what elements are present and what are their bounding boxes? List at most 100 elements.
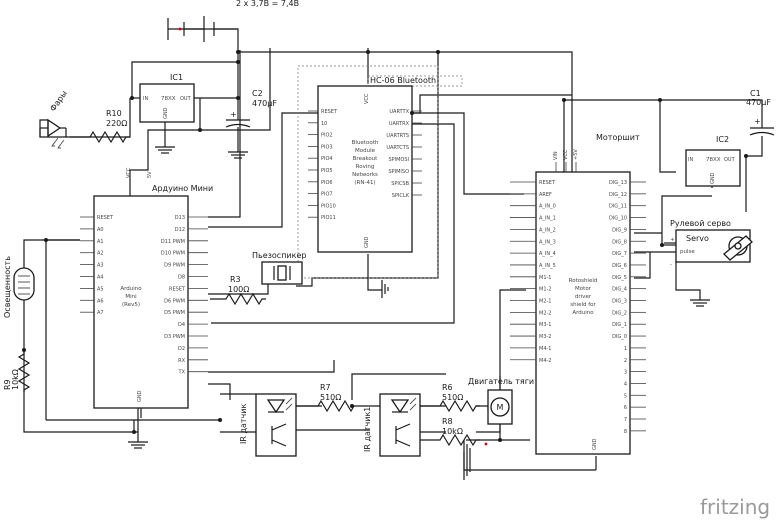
c1-value: 470µF [746,98,771,107]
resistor-r7: R7 510Ω [296,383,355,413]
motorshield-left-pin-label: M2-2 [539,310,551,316]
bluetooth-left-pin-label: PIO7 [321,192,333,198]
motorshield-right-pin-label: DIG_10 [609,216,627,222]
bluetooth-body-line-3: Breakout [353,156,379,162]
fritzing-logo-text: fritzing [700,495,770,519]
light-sensor-ldr: Освещенность [3,256,35,318]
arduino-right-pin-label: D5 PWM [164,310,185,316]
arduino-right-pin-label: TX [178,370,186,376]
motorshield-body-line-5: Arduino [572,310,594,316]
ground-symbol-ic1 [155,146,175,154]
arduino-right-pin-label: D6 PWM [164,298,185,304]
ground-symbol-servo [690,299,710,307]
r6-name: R6 [442,383,453,392]
motorshield-right-pin-label: DIG_6 [612,263,627,269]
motorshield-body-line-4: shield for [570,302,596,308]
headlight-led: Фары [39,89,69,149]
leds-label: Фары [48,89,69,113]
motorshield-right-pin-label: 7 [624,417,627,423]
capacitor-c2: + C2 470µF [225,89,277,159]
arduino-left-pin-label: A1 [97,239,104,245]
motorshield-right-pin-label: 3 [624,370,627,376]
bluetooth-right-pin-label: UARTTX [389,109,409,115]
bluetooth-left-pin-label: PIO5 [321,168,333,174]
ic2-part: 78XX [706,157,721,163]
ic2-regulator: IC2 78XX IN OUT GND [685,135,741,187]
motorshield-gnd-pin: GND [592,438,598,450]
bluetooth-left-pin-label: PIO6 [321,180,333,186]
motorshield-body-line-2: Motor [575,286,592,292]
motorshield-top-pin-vcc: VCC [563,149,569,160]
r8-value: 10kΩ [442,427,463,436]
bluetooth-left-pin-label: PIO10 [321,203,336,209]
bluetooth-body-line-5: Networks [352,172,378,178]
arduino-right-pin-label: D10 PWM [161,251,185,257]
motorshield-left-pin-label: A_IN_1 [539,216,556,222]
ir-sensor-1: IR датчик [239,393,297,457]
motorshield-right-pin-label: 8 [624,429,627,435]
capacitor-c1: + C1 470µF [746,89,775,136]
battery-label: 2 x 3,7В = 7,4В [236,0,299,8]
ic1-regulator: IC1 78XX IN OUT GND [139,73,195,123]
motorshield-right-pin-label: DIG_13 [609,180,627,186]
motorshield-left-pin-label: M1-2 [539,287,551,293]
ic1-pin-in: IN [143,96,148,102]
bluetooth-left-pin-label: PIO2 [321,133,333,139]
arduino-left-pin-label: RESET [97,215,114,221]
ir2-label: IR датчик1 [363,407,372,452]
c2-value: 470µF [252,99,277,108]
motorshield-left-pin-label: A_IN_0 [539,204,556,210]
motorshield-top-pin-vin: VIN [553,151,559,160]
arduino-right-pin-label: RX [178,358,185,364]
ground-symbol-arduino [128,441,148,449]
motorshield-body-line-3: driver [575,294,592,300]
motorshield-left-pin-label: M4-2 [539,358,551,364]
motorshield-right-pin-label: DIG_9 [612,227,627,233]
ir1-label: IR датчик [239,404,248,444]
resistor-r10: R10 220Ω [70,109,130,144]
resistor-r6: R6 510Ω [420,383,480,413]
arduino-left-pin-label: A0 [97,227,104,233]
ground-symbol-bluetooth [381,280,389,298]
arduino-title: Ардуино Мини [152,184,213,193]
motorshield-left-pin-label: A_IN_5 [539,263,556,269]
bluetooth-body-line-6: (RN-41) [354,180,375,186]
arduino-right-pin-label: D11 PWM [161,239,185,245]
motorshield-right-pin-label: DIG_3 [612,299,627,305]
bluetooth-left-pin-label: PIO3 [321,144,333,150]
servo-label: Рулевой серво [670,219,731,228]
bluetooth-right-pin-label: UARTRX [389,121,410,127]
servo-pin-plus: + [670,237,675,243]
motor-symbol: M [497,403,504,412]
motor-label: Двигатель тяги [468,377,534,386]
bluetooth-left-pin-label: PIO4 [321,156,333,162]
motorshield-right-pin-label: DIG_11 [609,204,627,210]
bluetooth-left-pin-label: PIO11 [321,215,336,221]
bluetooth-body-line-2: Module [355,148,376,154]
arduino-top-pin-5v: 5V [147,171,153,178]
arduino-body-line-2: Mini [125,294,137,300]
r8-name: R8 [442,417,453,426]
motorshield-left-pin-label: M3-1 [539,322,551,328]
junction-dots [22,50,748,442]
motorshield-right-pin-label: DIG_12 [609,192,627,198]
motorshield-right-pin-label: 6 [624,405,627,411]
piezo-speaker: Пьезоспикер [252,251,306,285]
traction-motor: Двигатель тяги M [468,377,534,446]
resistor-r3: R3 100Ω [210,275,266,306]
bluetooth-module: HC-06 Bluetooth Bluetooth Module Breakou… [297,65,463,279]
motorshield-right-pin-label: DIG_0 [612,334,627,340]
arduino-body-line-3: (Rev5) [122,302,140,308]
resistor-r8: R8 10kΩ [420,417,480,447]
ir-sensor-2: IR датчик1 [363,393,421,457]
bluetooth-right-pin-label: SPIMISO [388,169,409,175]
bluetooth-right-pin-label: UARTCTS [386,145,409,151]
arduino-right-pin-label: D9 PWM [164,263,185,269]
r10-value: 220Ω [106,119,127,128]
r3-value: 100Ω [228,285,249,294]
motorshield-left-pin-label: RESET [539,180,556,186]
motorshield-right-pin-label: 1 [624,346,627,352]
bluetooth-vcc-pin: VCC [364,93,370,104]
r3-name: R3 [230,275,241,284]
